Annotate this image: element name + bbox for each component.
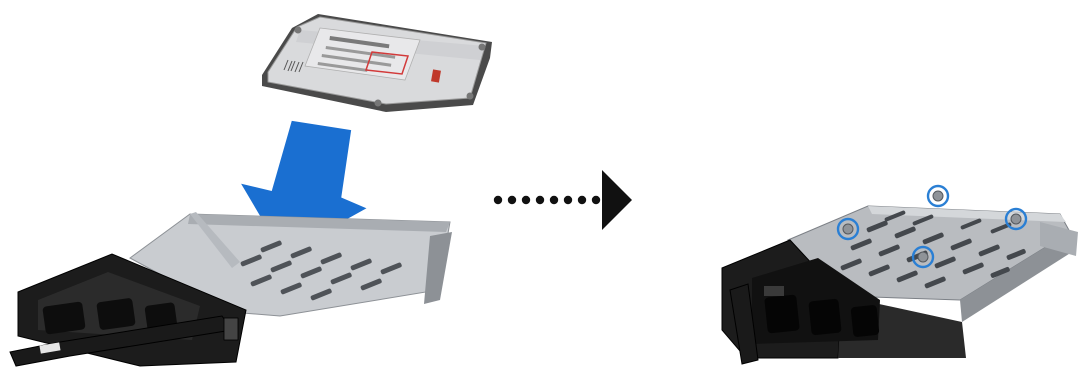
next-step-arrow [494, 170, 632, 230]
screw-icon [928, 186, 948, 206]
drive-tray-empty [10, 212, 452, 366]
drive-tray-installed [722, 206, 1078, 364]
hard-disk-drive [262, 14, 492, 112]
